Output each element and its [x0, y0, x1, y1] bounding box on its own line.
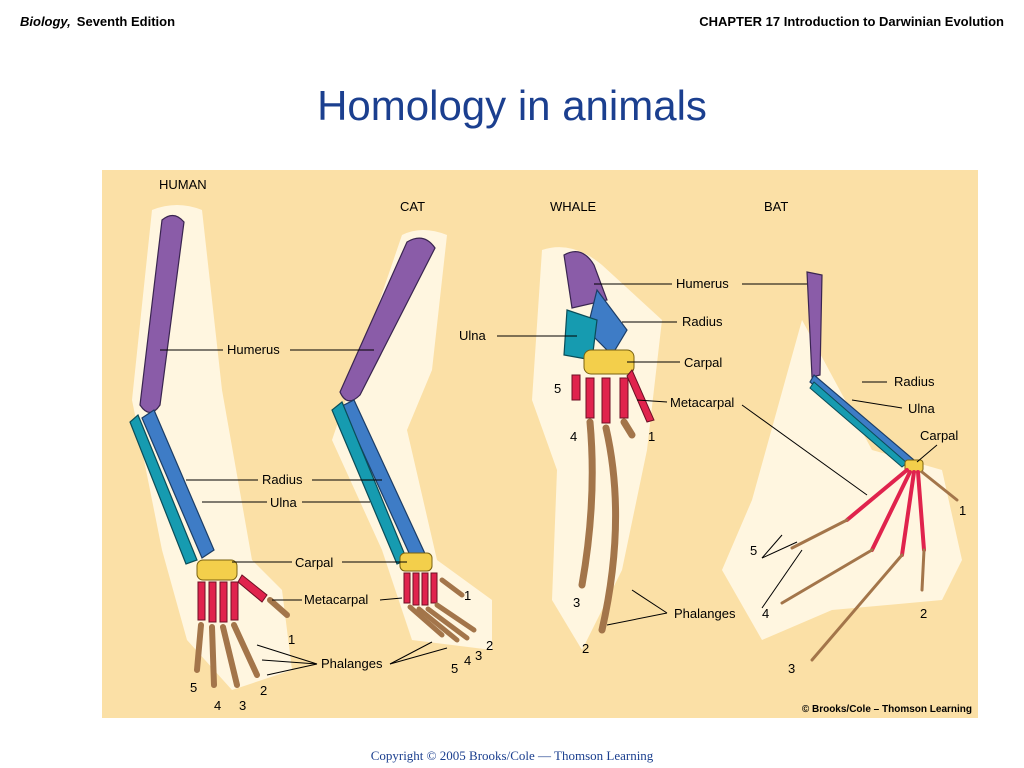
- figure-credit: © Brooks/Cole – Thomson Learning: [802, 704, 972, 715]
- label-human: HUMAN: [159, 177, 207, 192]
- label-metacarpal-whale: Metacarpal: [670, 395, 734, 410]
- human-humerus: [139, 214, 185, 414]
- svg-text:4: 4: [214, 698, 221, 713]
- label-humerus-whale: Humerus: [676, 276, 729, 291]
- label-metacarpal-human: Metacarpal: [304, 592, 368, 607]
- human-forelimb: [129, 214, 290, 688]
- svg-text:5: 5: [451, 661, 458, 676]
- svg-text:3: 3: [239, 698, 246, 713]
- human-carpals: [196, 559, 238, 581]
- cat-ulna: [331, 401, 408, 565]
- svg-text:1: 1: [959, 503, 966, 518]
- chapter-header: CHAPTER 17 Introduction to Darwinian Evo…: [699, 14, 1004, 29]
- label-carpal-whale: Carpal: [684, 355, 722, 370]
- label-whale: WHALE: [550, 199, 597, 214]
- svg-text:1: 1: [288, 632, 295, 647]
- homology-figure: HUMAN CAT WHALE BAT Humerus Radius Ulna …: [102, 170, 978, 718]
- svg-text:2: 2: [582, 641, 589, 656]
- human-metacarpals: [197, 574, 268, 623]
- bat-phalanges: [780, 470, 959, 662]
- svg-text:4: 4: [464, 653, 471, 668]
- svg-text:3: 3: [788, 661, 795, 676]
- svg-text:2: 2: [486, 638, 493, 653]
- svg-text:5: 5: [554, 381, 561, 396]
- book-edition: Seventh Edition: [76, 14, 176, 29]
- bat-ulna: [809, 381, 908, 468]
- label-cat: CAT: [400, 199, 425, 214]
- label-phalanges-whale: Phalanges: [674, 606, 736, 621]
- slide-title: Homology in animals: [317, 82, 707, 129]
- svg-text:4: 4: [570, 429, 577, 444]
- human-ulna: [129, 413, 198, 565]
- leader-lines: [160, 283, 938, 676]
- svg-text:1: 1: [464, 588, 471, 603]
- cat-humerus: [339, 237, 436, 402]
- label-humerus-human: Humerus: [227, 342, 280, 357]
- copyright-footer: Copyright © 2005 Brooks/Cole — Thomson L…: [370, 748, 654, 763]
- cat-phalanges: [407, 577, 477, 643]
- svg-text:4: 4: [762, 606, 769, 621]
- human-radius: [141, 409, 215, 559]
- label-carpal-human: Carpal: [295, 555, 333, 570]
- whale-phalanges: [578, 418, 636, 634]
- svg-text:1: 1: [648, 429, 655, 444]
- label-bat: BAT: [764, 199, 788, 214]
- label-ulna-whale: Ulna: [459, 328, 487, 343]
- cat-forelimb: [331, 237, 477, 643]
- bat-wing-silhouette: [722, 320, 962, 640]
- svg-text:3: 3: [475, 648, 482, 663]
- human-arm-silhouette: [132, 205, 292, 690]
- book-header: Biology, Seventh Edition: [20, 14, 175, 29]
- svg-text:3: 3: [573, 595, 580, 610]
- bat-humerus: [806, 271, 823, 378]
- label-radius-human: Radius: [262, 472, 303, 487]
- book-title: Biology,: [20, 14, 71, 29]
- svg-text:5: 5: [190, 680, 197, 695]
- svg-text:2: 2: [260, 683, 267, 698]
- label-ulna-human: Ulna: [270, 495, 298, 510]
- label-radius-bat: Radius: [894, 374, 935, 389]
- cat-metacarpals: [403, 572, 438, 606]
- label-carpal-bat: Carpal: [920, 428, 958, 443]
- svg-text:5: 5: [750, 543, 757, 558]
- bat-metacarpals: [845, 468, 926, 557]
- svg-text:2: 2: [920, 606, 927, 621]
- bat-forelimb: [780, 271, 959, 662]
- label-radius-whale: Radius: [682, 314, 723, 329]
- label-phalanges-human: Phalanges: [321, 656, 383, 671]
- whale-metacarpals: [571, 369, 655, 424]
- human-phalanges: [194, 597, 290, 688]
- label-ulna-bat: Ulna: [908, 401, 936, 416]
- whale-carpals: [583, 349, 635, 375]
